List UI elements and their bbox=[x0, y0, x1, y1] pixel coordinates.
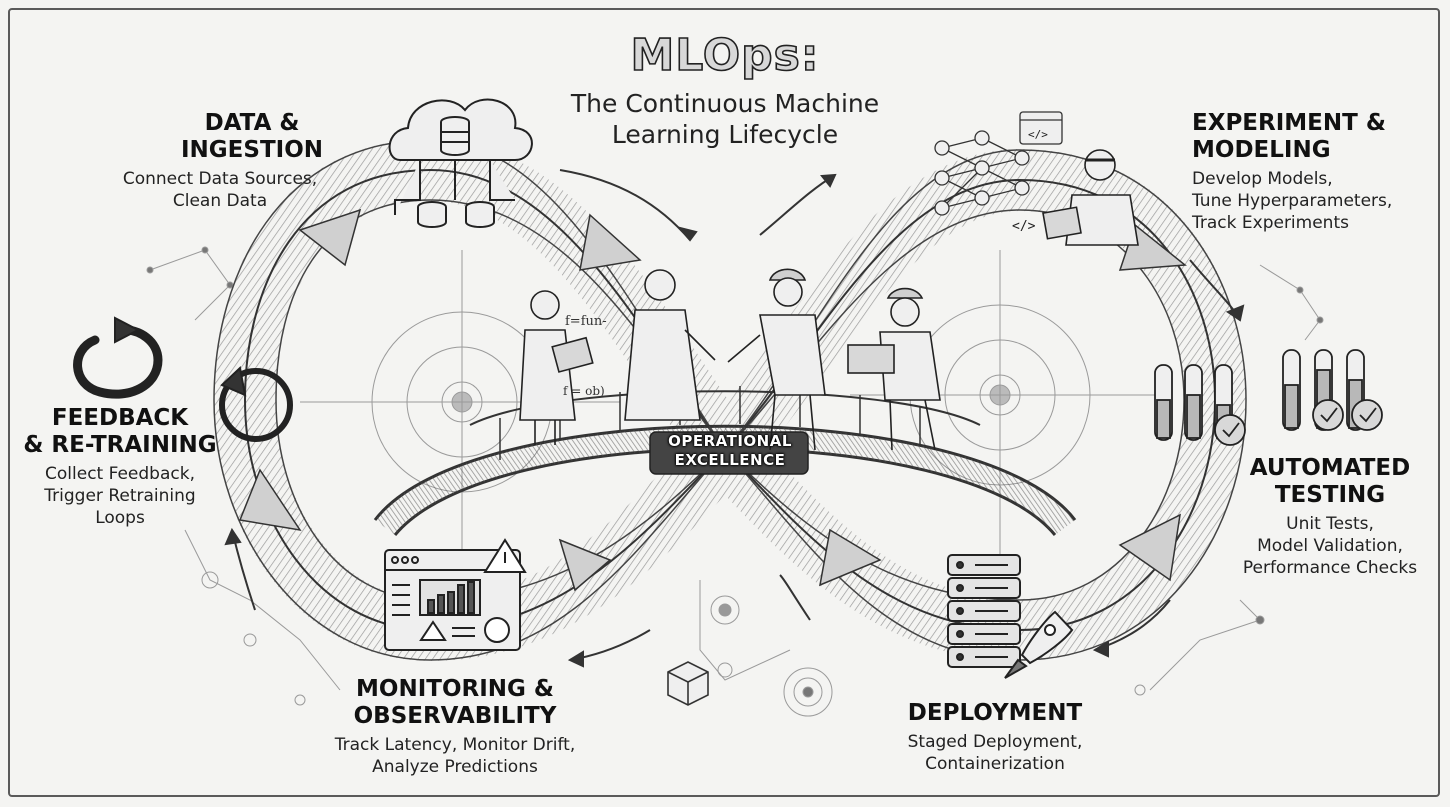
svg-text:</>: </> bbox=[1012, 219, 1036, 234]
stage-description-line-2: Clean Data bbox=[172, 191, 268, 211]
bridge bbox=[373, 386, 1077, 536]
stage-description-line-2: Model Validation, bbox=[1257, 536, 1403, 556]
main-title: MLOps: bbox=[630, 29, 820, 82]
stage-description-line-3: Track Experiments bbox=[1192, 213, 1349, 233]
stage-title-line-1: MONITORING & bbox=[356, 676, 554, 702]
stage-description-line-1: Develop Models, bbox=[1192, 169, 1333, 189]
server-rocket-icon bbox=[947, 554, 1074, 679]
stage-description-line-1: Unit Tests, bbox=[1286, 514, 1374, 534]
stage-title-line-2: OBSERVABILITY bbox=[353, 703, 557, 729]
scientist-figure bbox=[1042, 149, 1139, 246]
person-scientist-head bbox=[530, 290, 560, 320]
stage-description-line-3: Performance Checks bbox=[1242, 558, 1418, 578]
stage-monitoring-observability: MONITORING & OBSERVABILITY Track Latency… bbox=[305, 676, 605, 778]
dashboard-icon bbox=[384, 538, 527, 651]
stage-experiment-modeling: EXPERIMENT & MODELING Develop Models, Tu… bbox=[1170, 110, 1440, 234]
formula-sketch-1: f=fun- bbox=[565, 314, 607, 329]
flow-arrows bbox=[224, 169, 1245, 668]
stage-feedback-retraining: FEEDBACK & RE-TRAINING Collect Feedback,… bbox=[15, 405, 225, 529]
svg-text:</>: </> bbox=[1028, 128, 1048, 141]
operational-excellence-label: OPERATIONAL EXCELLENCE bbox=[640, 432, 820, 470]
stage-title-line-2: MODELING bbox=[1192, 137, 1331, 163]
stage-description-line-2: Trigger Retraining bbox=[44, 486, 196, 506]
stage-title-line-1: DEPLOYMENT bbox=[907, 700, 1083, 726]
stage-deployment: DEPLOYMENT Staged Deployment, Containeri… bbox=[880, 700, 1110, 775]
stage-description-line-1: Staged Deployment, bbox=[907, 732, 1083, 752]
test-tubes-icon bbox=[1154, 349, 1383, 446]
stage-automated-testing: AUTOMATED TESTING Unit Tests, Model Vali… bbox=[1220, 455, 1440, 579]
center-label-line-1: OPERATIONAL bbox=[668, 432, 792, 450]
subtitle: The Continuous Machine Learning Lifecycl… bbox=[530, 88, 920, 150]
refresh-loop-icon bbox=[73, 316, 293, 442]
stage-title-line-1: FEEDBACK bbox=[51, 405, 189, 431]
stage-title-line-2: TESTING bbox=[1274, 482, 1386, 508]
stage-description-line-1: Collect Feedback, bbox=[45, 464, 195, 484]
cloud-database-icon bbox=[388, 98, 533, 228]
stage-title-line-1: AUTOMATED bbox=[1249, 455, 1411, 481]
cube-icon bbox=[667, 661, 709, 706]
center-label-line-2: EXCELLENCE bbox=[674, 451, 786, 469]
stage-description-line-2: Analyze Predictions bbox=[372, 757, 538, 777]
stage-description-line-2: Tune Hyperparameters, bbox=[1192, 191, 1393, 211]
subtitle-line-1: The Continuous Machine bbox=[570, 89, 880, 118]
neural-network-icon: </> </> bbox=[934, 111, 1063, 234]
stage-description-line-1: Connect Data Sources, bbox=[122, 169, 318, 189]
stage-description-line-1: Track Latency, Monitor Drift, bbox=[334, 735, 576, 755]
stage-title-line-1: EXPERIMENT & bbox=[1192, 110, 1386, 136]
bridge-banner bbox=[649, 431, 809, 475]
page-border bbox=[8, 8, 1440, 797]
stage-data-ingestion: DATA & INGESTION Connect Data Sources, C… bbox=[70, 110, 370, 212]
team-figures bbox=[519, 268, 941, 451]
stage-title-line-2: & RE-TRAINING bbox=[23, 432, 217, 458]
subtitle-line-2: Learning Lifecycle bbox=[611, 120, 839, 149]
stage-title-line-1: DATA & bbox=[204, 110, 300, 136]
stage-description-line-3: Loops bbox=[95, 508, 145, 528]
stage-title-line-2: INGESTION bbox=[180, 137, 323, 163]
stage-description-line-2: Containerization bbox=[925, 754, 1065, 774]
formula-sketch-2: f = ob) bbox=[563, 384, 605, 398]
